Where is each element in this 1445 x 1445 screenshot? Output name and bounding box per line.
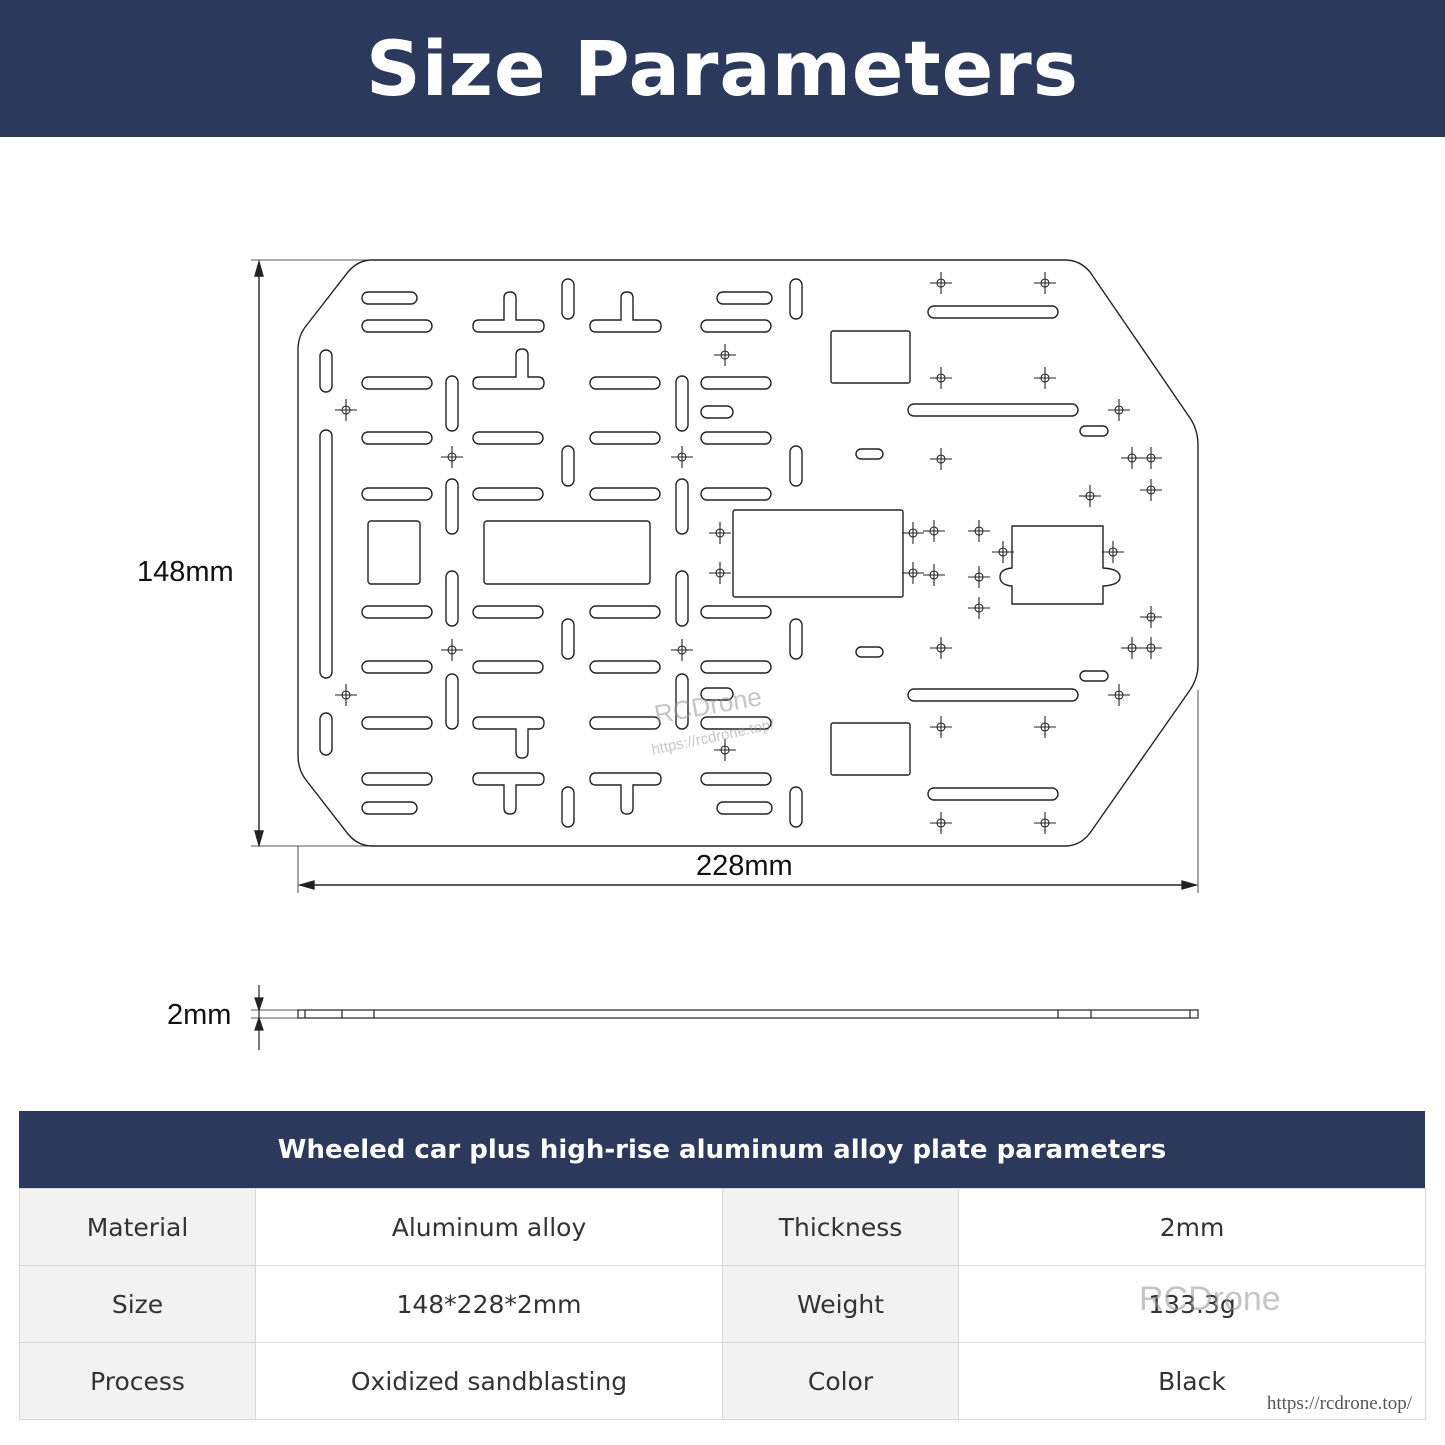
param-key: Material [19,1188,256,1266]
mounting-hole [1121,637,1143,659]
weight-value: 133.3g [1148,1289,1236,1319]
mounting-hole [1121,447,1143,469]
table-row: Process Oxidized sandblasting Color Blac… [19,1342,1426,1420]
side-view-plate [297,1009,1199,1019]
mounting-hole [1034,812,1056,834]
mounting-hole [335,684,357,706]
param-key: Weight [722,1265,959,1343]
mounting-hole [714,739,736,761]
mounting-hole [441,446,463,468]
mounting-hole [930,812,952,834]
param-value: Aluminum alloy [255,1188,723,1266]
mounting-hole [923,564,945,586]
table-row: Size 148*228*2mm Weight 133.3g RCDrone [19,1265,1426,1343]
plate-drawing [251,259,1199,1050]
mounting-hole [714,344,736,366]
mounting-hole [1102,541,1124,563]
mounting-hole [1108,399,1130,421]
plate-outline [297,259,1199,847]
mounting-hole [335,399,357,421]
mounting-hole [992,541,1014,563]
mounting-hole [930,637,952,659]
mounting-hole [902,522,924,544]
param-value: 148*228*2mm [255,1265,723,1343]
table-header: Wheeled car plus high-rise aluminum allo… [19,1111,1425,1188]
mounting-hole [1140,447,1162,469]
param-key: Size [19,1265,256,1343]
width-dimension-label: 228mm [696,850,793,882]
mounting-hole [902,562,924,584]
mounting-hole [923,520,945,542]
mounting-hole [1034,716,1056,738]
mounting-hole [968,566,990,588]
table-row: Material Aluminum alloy Thickness 2mm [19,1188,1426,1266]
mounting-hole [930,272,952,294]
param-key: Process [19,1342,256,1420]
mounting-hole [1140,637,1162,659]
mounting-hole [930,367,952,389]
title-banner: Size Parameters [0,0,1445,137]
mounting-hole [1034,367,1056,389]
footer-url: https://rcdrone.top/ [1266,1393,1412,1414]
param-key: Thickness [722,1188,959,1266]
mounting-hole [1140,606,1162,628]
mounting-hole [930,448,952,470]
table-watermark-brand: RCDrone [1139,1280,1281,1318]
parameters-grid: Material Aluminum alloy Thickness 2mm Si… [19,1188,1426,1420]
param-value: 133.3g RCDrone [958,1265,1426,1343]
mounting-hole [968,520,990,542]
mounting-hole [1079,485,1101,507]
height-dimension-label: 148mm [137,556,234,588]
param-value: Black [958,1342,1426,1420]
param-value: 2mm [958,1188,1426,1266]
mounting-hole [968,597,990,619]
mounting-hole [1034,272,1056,294]
mounting-hole [441,639,463,661]
mounting-hole [671,639,693,661]
parameters-table: Wheeled car plus high-rise aluminum allo… [19,1111,1426,1420]
param-key: Color [722,1342,959,1420]
mounting-hole [930,716,952,738]
mounting-hole [709,522,731,544]
page-title: Size Parameters [365,24,1080,113]
mounting-hole [709,562,731,584]
thickness-dimension-label: 2mm [167,999,232,1031]
mounting-hole [1140,479,1162,501]
param-value: Oxidized sandblasting [255,1342,723,1420]
mounting-hole [1108,684,1130,706]
mounting-hole [671,446,693,468]
